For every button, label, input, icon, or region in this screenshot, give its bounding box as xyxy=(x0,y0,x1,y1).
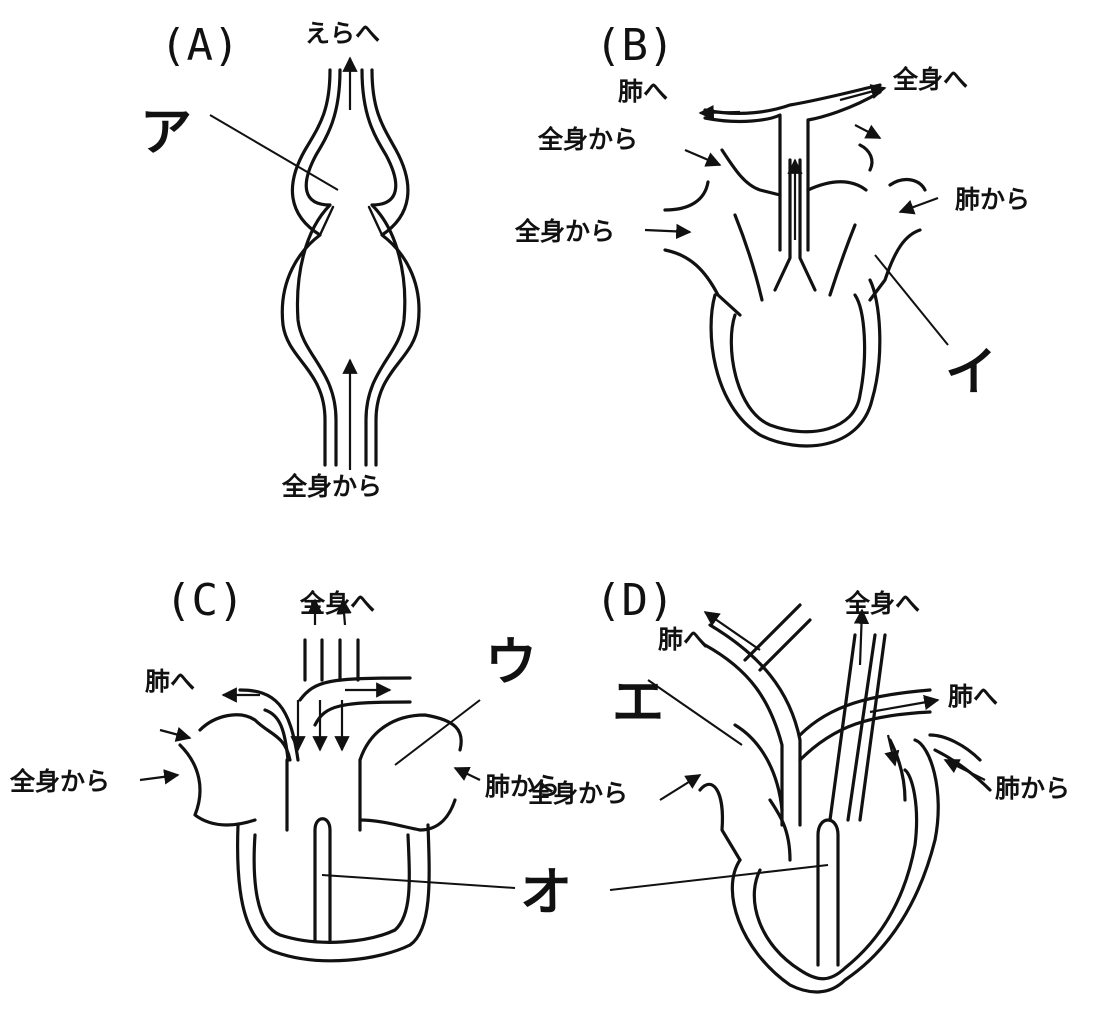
panel-b-heart xyxy=(665,85,925,446)
panel-d-arrow-from-lungs xyxy=(945,760,985,780)
panel-d-arrow-to-lungs-right xyxy=(870,700,938,712)
panel-b-arrow-to-body-2 xyxy=(855,125,880,138)
panel-b-arrow-from-lungs xyxy=(900,198,938,212)
panel-d-to-lungs-right: 肺へ xyxy=(948,682,998,711)
panel-a: (A) えらへ 全身から ア xyxy=(140,19,419,501)
panel-b-from-body-2: 全身から xyxy=(514,217,615,246)
panel-d-to-body: 全身へ xyxy=(844,589,920,618)
panel-d-marker: エ xyxy=(612,673,664,733)
panel-c-arrow-from-lungs xyxy=(455,768,480,780)
panel-b-to-lungs: 肺へ xyxy=(618,77,668,106)
panel-c-to-body: 全身へ xyxy=(299,589,375,618)
panel-b-arrow-to-lungs xyxy=(700,112,740,113)
panel-a-from-body: 全身から xyxy=(281,472,382,501)
shared-leader-c xyxy=(322,875,515,888)
panel-c-marker: ウ xyxy=(485,633,537,693)
panel-d-to-lungs-left: 肺へ xyxy=(658,625,708,654)
panel-c-to-lungs: 肺へ xyxy=(145,667,195,696)
panel-a-label: (A) xyxy=(160,20,239,71)
panel-a-to-gills: えらへ xyxy=(305,19,380,48)
panel-c-leader xyxy=(395,700,480,765)
panel-d-arrow-from-body xyxy=(660,775,700,800)
panel-a-marker: ア xyxy=(140,103,192,163)
panel-b-arrow-from-body-1 xyxy=(685,150,720,165)
panel-b-to-body: 全身へ xyxy=(892,65,968,94)
panel-c: (C) 全身へ 肺へ 全身から 肺から ウ xyxy=(9,575,560,961)
panel-b-leader xyxy=(875,255,948,345)
panel-b-from-body-1: 全身から xyxy=(537,125,638,154)
panel-b-from-lungs: 肺から xyxy=(955,185,1030,214)
panel-d-from-lungs: 肺から xyxy=(995,774,1070,803)
panel-d-arrow-to-lungs-left xyxy=(705,612,760,650)
panel-d-label: (D) xyxy=(595,575,674,626)
panel-c-arrow-from-body-1 xyxy=(160,730,190,738)
panel-b: (B) 肺へ 全身へ 全身から 全身から 肺から イ xyxy=(514,20,1030,446)
panel-b-label: (B) xyxy=(595,20,674,71)
panel-d-arrow-to-body xyxy=(860,610,862,665)
panel-c-from-body: 全身から xyxy=(9,767,110,796)
panel-d-heart xyxy=(700,605,990,992)
panel-b-arrow-from-body-2 xyxy=(645,230,690,232)
panel-d-from-body: 全身から xyxy=(527,779,628,808)
panel-c-arrow-from-body-2 xyxy=(140,775,178,780)
shared-leader-d xyxy=(610,865,828,890)
panel-d: (D) 全身へ 肺へ 肺へ 全身から 肺から エ xyxy=(527,575,1070,992)
panel-c-heart xyxy=(180,640,461,961)
panel-b-marker: イ xyxy=(945,343,997,403)
shared-marker: オ xyxy=(520,863,572,923)
shared-marker-group: オ xyxy=(322,863,828,923)
panel-c-label: (C) xyxy=(165,575,244,626)
